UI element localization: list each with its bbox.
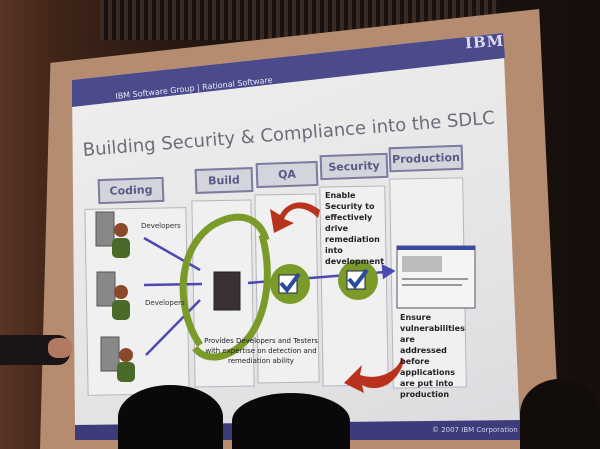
- flow-arrowhead: [381, 263, 396, 280]
- build-note: Provides Developers and Testers with exp…: [204, 337, 318, 365]
- developer-icon: [95, 211, 130, 258]
- audience-head-silhouette: [520, 379, 600, 449]
- feedback-arrow-red: [270, 202, 320, 233]
- security-checkmark-icon: [338, 260, 378, 300]
- flow-arrow: [143, 282, 203, 287]
- flow-arrow: [145, 299, 201, 356]
- production-note: Ensure vulnerabilities are addressed bef…: [400, 313, 465, 399]
- developers-label: Developers: [141, 222, 181, 230]
- audience-head-silhouette: [118, 385, 223, 449]
- slide-footer-copyright: © 2007 IBM Corporation: [432, 426, 518, 434]
- developer-icon: [100, 336, 135, 382]
- developer-icon: [96, 271, 130, 320]
- flow-arrow: [143, 236, 201, 272]
- security-note: Enable Security to effectively drive rem…: [325, 191, 385, 266]
- feedback-arrow-red: [344, 358, 404, 393]
- web-app-screenshot: [396, 245, 476, 309]
- presenter-hand: [48, 338, 72, 358]
- build-cycle-arrows: [179, 213, 271, 361]
- build-server-icon: [213, 271, 241, 311]
- qa-checkmark-icon: [270, 264, 310, 304]
- audience-head-silhouette: [232, 393, 350, 449]
- developers-label: Developers: [145, 299, 185, 307]
